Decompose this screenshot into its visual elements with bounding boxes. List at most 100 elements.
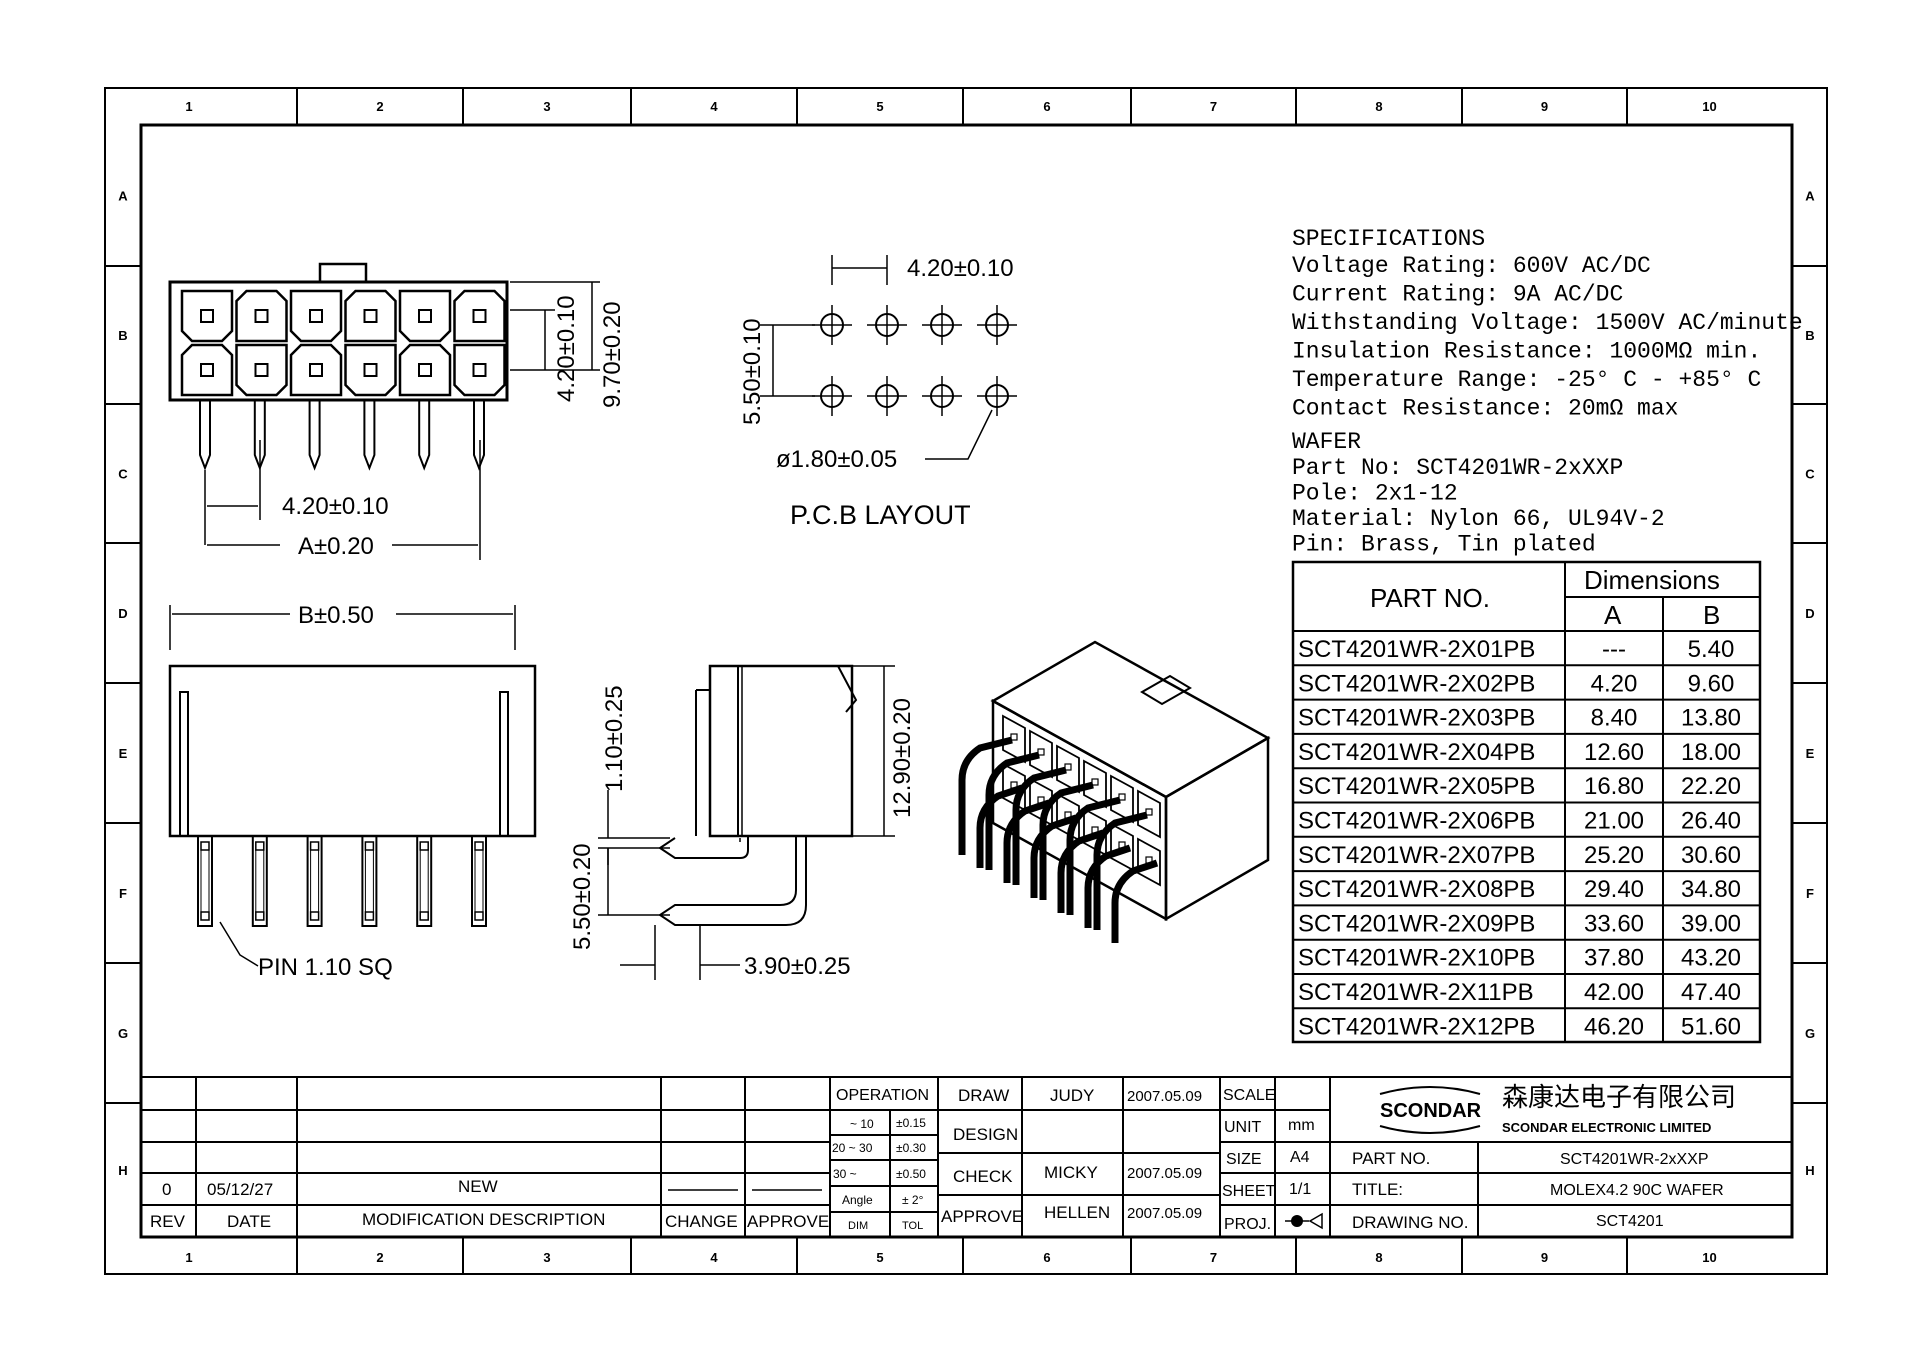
wafer-line: Material: Nylon 66, UL94V-2 xyxy=(1292,506,1665,532)
table-cell-part: SCT4201WR-2X11PB xyxy=(1298,979,1534,1006)
front-pin xyxy=(418,400,431,471)
table-cell-a: 16.80 xyxy=(1584,773,1644,800)
design-label: DESIGN xyxy=(953,1125,1018,1144)
column-label-3-bottom: 3 xyxy=(543,1250,550,1265)
part-no-value: SCT4201WR-2xXXP xyxy=(1560,1151,1709,1168)
dim-pcb-hole: ø1.80±0.05 xyxy=(776,446,897,473)
table-header-a: A xyxy=(1604,600,1622,630)
check-date: 2007.05.09 xyxy=(1127,1165,1202,1182)
pcb-layout: 4.20±0.10 5.50±0.10 ø1.80±0.05 P.C.B LAY… xyxy=(739,255,1017,530)
tol-tol: TOL xyxy=(902,1220,923,1232)
table-header-part: PART NO. xyxy=(1370,583,1490,613)
column-label-7-top: 7 xyxy=(1210,99,1217,114)
dim-front-height-2: 9.70±0.20 xyxy=(599,301,626,408)
front-terminal xyxy=(472,309,487,323)
side-pin xyxy=(361,835,378,927)
row-label-F-right: F xyxy=(1806,886,1814,901)
front-cavity xyxy=(180,289,234,343)
table-cell-b: 26.40 xyxy=(1681,808,1741,835)
table-cell-b: 5.40 xyxy=(1688,636,1735,663)
tol-r4-tol: ± 2° xyxy=(902,1193,924,1207)
table-cell-b: 51.60 xyxy=(1681,1013,1741,1040)
side-pin xyxy=(197,835,213,927)
wafer-title: WAFER xyxy=(1292,429,1361,455)
side-pin xyxy=(306,835,323,927)
column-label-10-bottom: 10 xyxy=(1702,1250,1716,1265)
sheet-value: 1/1 xyxy=(1289,1181,1311,1198)
side-pin xyxy=(471,835,487,927)
hdr-rev: REV xyxy=(150,1212,186,1231)
front-terminal xyxy=(254,363,269,377)
dim-profile-c: 5.50±0.20 xyxy=(569,843,596,950)
table-cell-a: 42.00 xyxy=(1584,979,1644,1006)
dimension-table: PART NO. Dimensions A B SCT4201WR-2X01PB… xyxy=(1291,560,1762,1044)
specifications-title: SPECIFICATIONS xyxy=(1292,226,1485,252)
front-terminal xyxy=(363,309,378,323)
tol-r2-tol: ±0.30 xyxy=(896,1141,926,1155)
column-label-9-top: 9 xyxy=(1541,99,1548,114)
check-label: CHECK xyxy=(953,1167,1013,1186)
table-cell-a: 33.60 xyxy=(1584,910,1644,937)
front-cavity xyxy=(398,343,452,397)
title-value: MOLEX4.2 90C WAFER xyxy=(1550,1182,1724,1199)
column-label-1-top: 1 xyxy=(185,99,192,114)
table-cell-part: SCT4201WR-2X08PB xyxy=(1298,876,1535,903)
draw-date: 2007.05.09 xyxy=(1127,1088,1202,1105)
dim-front-pitch-bottom: 4.20±0.10 xyxy=(282,493,389,520)
row-label-A-right: A xyxy=(1805,189,1815,204)
hdr-approve: APPROVE xyxy=(747,1212,829,1231)
front-cavity xyxy=(453,343,506,397)
dim-pcb-row: 5.50±0.10 xyxy=(739,318,766,425)
side-pin xyxy=(251,835,268,927)
front-cavity xyxy=(235,289,288,343)
draw-label: DRAW xyxy=(958,1086,1009,1105)
front-cavity xyxy=(289,343,343,397)
front-pin xyxy=(308,400,321,471)
table-cell-part: SCT4201WR-2X07PB xyxy=(1298,842,1535,869)
table-cell-a: 37.80 xyxy=(1584,945,1644,972)
front-terminal xyxy=(254,309,269,323)
row-label-D-left: D xyxy=(118,606,127,621)
proj-label: PROJ. xyxy=(1224,1216,1271,1233)
table-row: SCT4201WR-2X09PB 33.60 39.00 xyxy=(1298,910,1741,937)
tol-r4-range: Angle xyxy=(842,1193,873,1207)
iso-cavity xyxy=(1137,837,1161,887)
column-label-4-top: 4 xyxy=(710,99,718,114)
table-row: SCT4201WR-2X01PB---5.40 xyxy=(1298,636,1734,663)
row-label-B-left: B xyxy=(118,328,127,343)
title-label: TITLE: xyxy=(1352,1180,1403,1199)
column-label-10-top: 10 xyxy=(1702,99,1716,114)
wafer-line: Pole: 2x1-12 xyxy=(1292,481,1458,507)
column-label-6-top: 6 xyxy=(1043,99,1050,114)
column-label-5-bottom: 5 xyxy=(876,1250,883,1265)
table-cell-b: 34.80 xyxy=(1681,876,1741,903)
table-cell-b: 30.60 xyxy=(1681,842,1741,869)
row-label-F-left: F xyxy=(119,886,127,901)
tol-r1-tol: ±0.15 xyxy=(896,1116,926,1130)
rev-value: 0 xyxy=(162,1180,171,1199)
table-cell-part: SCT4201WR-2X02PB xyxy=(1298,670,1535,697)
column-label-9-bottom: 9 xyxy=(1541,1250,1548,1265)
hdr-change: CHANGE xyxy=(665,1212,738,1231)
size-label: SIZE xyxy=(1226,1151,1262,1168)
table-cell-part: SCT4201WR-2X09PB xyxy=(1298,910,1535,937)
drawing-no-value: SCT4201 xyxy=(1596,1213,1664,1230)
column-label-4-bottom: 4 xyxy=(710,1250,718,1265)
part-no-label: PART NO. xyxy=(1352,1149,1430,1168)
row-label-A-left: A xyxy=(118,189,128,204)
spec-line: Contact Resistance: 20mΩ max xyxy=(1292,396,1678,422)
front-terminal xyxy=(363,363,378,377)
tol-dim: DIM xyxy=(848,1220,868,1232)
row-label-D-right: D xyxy=(1805,606,1814,621)
front-terminal xyxy=(472,363,487,377)
table-cell-b: 39.00 xyxy=(1681,910,1741,937)
table-cell-b: 22.20 xyxy=(1681,773,1741,800)
column-label-7-bottom: 7 xyxy=(1210,1250,1217,1265)
front-terminal xyxy=(309,309,323,323)
front-pin xyxy=(473,400,485,471)
